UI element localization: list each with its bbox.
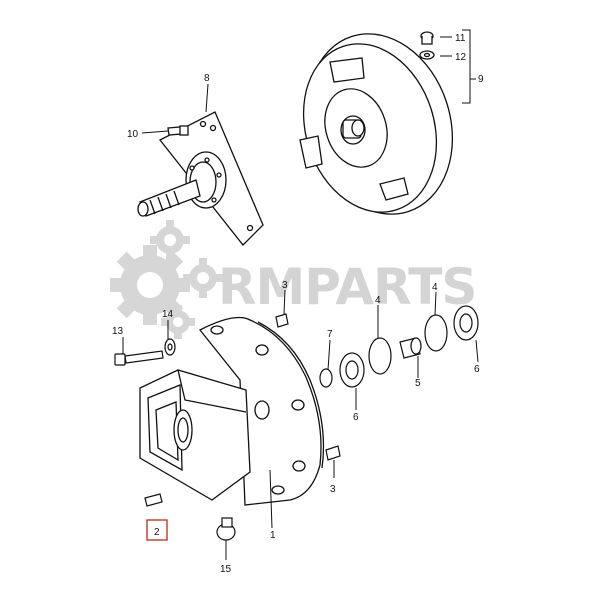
torque-converter [299, 31, 454, 215]
callout-9: 9 [478, 74, 484, 85]
callout-1: 1 [270, 530, 276, 541]
callout-5: 5 [415, 378, 421, 389]
callout-15: 15 [220, 564, 232, 575]
callout-14: 14 [162, 309, 174, 320]
watermark-text: RMPARTS [218, 258, 476, 316]
drive-plate-assembly [137, 111, 264, 246]
callout-6-right: 6 [474, 364, 480, 375]
callout-8: 8 [204, 73, 210, 84]
callout-12: 12 [455, 52, 467, 63]
watermark-gears-logo [110, 220, 223, 339]
callout-11: 11 [455, 33, 466, 44]
callout-3-bottom: 3 [330, 484, 336, 495]
callout-7: 7 [327, 329, 333, 340]
leader-lines [122, 29, 479, 560]
callout-3-top: 3 [282, 280, 288, 291]
callout-labels: 1 2 3 3 4 4 5 6 6 7 8 9 10 11 12 13 14 1… [112, 33, 484, 575]
small-parts [114, 305, 479, 541]
callout-2: 2 [154, 527, 160, 538]
converter-housing [139, 316, 325, 506]
callout-4-left: 4 [375, 295, 381, 306]
highlight-box-part-2 [146, 519, 168, 541]
callout-13: 13 [112, 326, 124, 337]
callout-6-left: 6 [353, 412, 359, 423]
callout-4-right: 4 [432, 282, 438, 293]
callout-10: 10 [127, 129, 139, 140]
